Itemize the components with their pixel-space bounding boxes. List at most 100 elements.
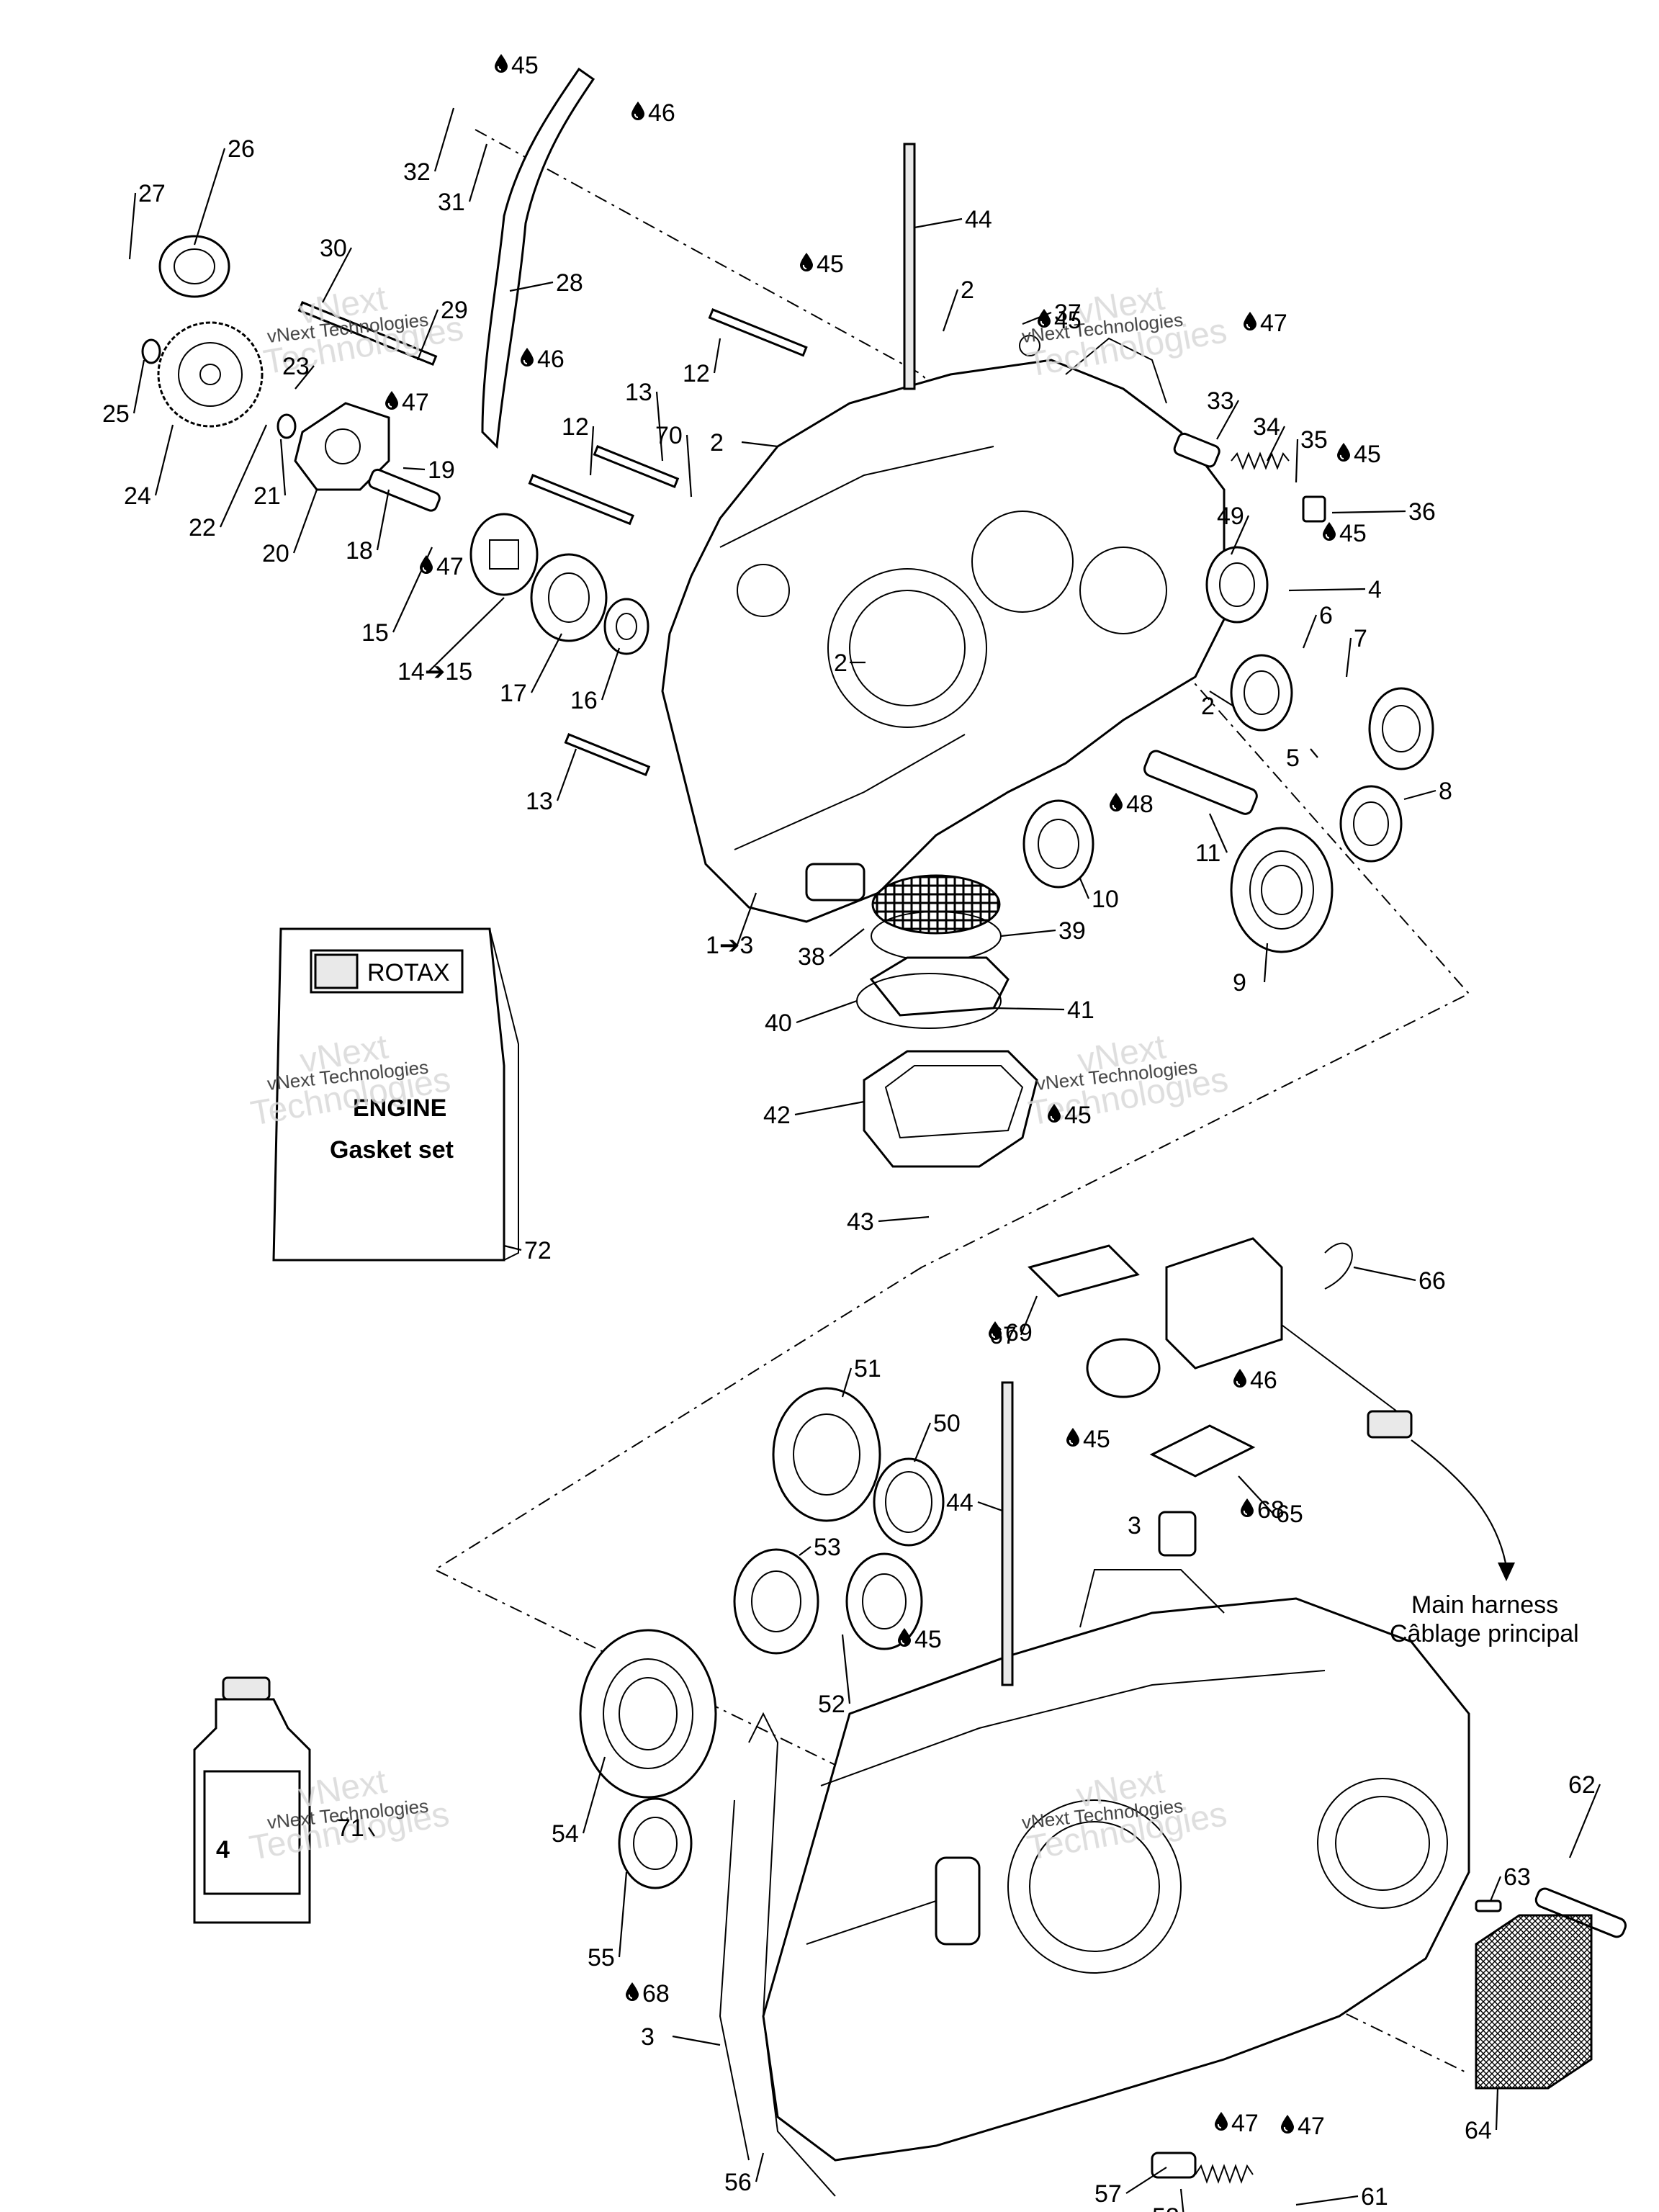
leader-line bbox=[1000, 929, 1056, 938]
lubricant-code: 48 bbox=[1126, 791, 1154, 818]
leader-line bbox=[1263, 943, 1269, 983]
oil-drop-icon bbox=[1037, 308, 1051, 328]
leader-line bbox=[841, 1634, 851, 1704]
leader-line bbox=[1295, 439, 1299, 483]
gasket-kit-title: ENGINE bbox=[353, 1094, 446, 1122]
part-callout-22: 22 bbox=[189, 514, 216, 541]
oil-drop-icon bbox=[1243, 311, 1257, 331]
oil-drop-icon bbox=[631, 101, 645, 121]
part-callout-42: 42 bbox=[763, 1102, 791, 1129]
lubricant-code: 47 bbox=[436, 553, 464, 580]
oil-drop-icon bbox=[1233, 1368, 1247, 1388]
bolt-13a bbox=[593, 445, 680, 489]
lubricant-mark: 45 bbox=[1066, 1426, 1110, 1453]
bearings bbox=[141, 235, 1434, 1889]
lubricant-code: 45 bbox=[817, 251, 844, 278]
lubricant-mark: 47 bbox=[1214, 2110, 1259, 2137]
leader-line bbox=[1310, 748, 1318, 758]
part-callout-72: 72 bbox=[524, 1237, 552, 1264]
part-callout-17: 17 bbox=[500, 680, 527, 707]
leader-line bbox=[601, 647, 621, 701]
upper-crankcase-half bbox=[661, 335, 1226, 923]
part-callout-49: 49 bbox=[1217, 503, 1244, 530]
part-callout-29: 29 bbox=[441, 297, 468, 324]
tube-28 bbox=[481, 67, 595, 449]
lubricant-code: 47 bbox=[1298, 2113, 1325, 2140]
part-callout-12: 12 bbox=[683, 360, 710, 387]
part-callout-54: 54 bbox=[552, 1820, 579, 1848]
lubricant-mark: 68 bbox=[625, 1980, 670, 2008]
part-callout-43: 43 bbox=[847, 1208, 874, 1236]
bearing-49 bbox=[1205, 546, 1269, 624]
part-callout-6: 6 bbox=[1319, 602, 1333, 629]
part-callout-71: 71 bbox=[337, 1815, 364, 1842]
part-callout-62: 62 bbox=[1568, 1771, 1596, 1799]
oil-drop-icon bbox=[1066, 1427, 1080, 1447]
washer-21 bbox=[276, 413, 297, 439]
sleeve-3-top bbox=[1158, 1511, 1197, 1557]
cover-42 bbox=[863, 1050, 1038, 1168]
part-callout-16: 16 bbox=[570, 687, 598, 714]
part-callout-2: 2 bbox=[710, 429, 724, 457]
part-callout-13: 13 bbox=[625, 379, 652, 406]
sleeve-57 bbox=[1151, 2152, 1197, 2179]
leader-line bbox=[433, 107, 455, 172]
gasket-40 bbox=[869, 956, 1010, 1017]
part-callout-12: 12 bbox=[562, 413, 589, 441]
leader-line bbox=[509, 281, 554, 292]
connector bbox=[1367, 1410, 1413, 1439]
oring-25 bbox=[141, 338, 161, 364]
part-callout-9: 9 bbox=[1233, 969, 1246, 997]
part-callout-52: 52 bbox=[818, 1691, 845, 1718]
oil-drop-icon bbox=[625, 1982, 639, 2002]
lubricant-code: 45 bbox=[511, 52, 539, 79]
shaft-18 bbox=[368, 468, 441, 512]
leader-line bbox=[128, 192, 137, 260]
leader-line bbox=[914, 217, 963, 229]
leader-line bbox=[1288, 588, 1366, 592]
oil-drop-icon bbox=[1336, 442, 1351, 462]
leader-line bbox=[368, 1827, 375, 1837]
lubricant-code: 45 bbox=[1354, 441, 1381, 468]
part-callout-3: 3 bbox=[1128, 1512, 1141, 1539]
shaft-11 bbox=[1143, 750, 1258, 815]
part-callout-8: 8 bbox=[1439, 778, 1452, 805]
bearing-55 bbox=[618, 1797, 693, 1889]
leader-line bbox=[1209, 691, 1233, 706]
leader-line bbox=[1267, 426, 1285, 462]
stud-44-top bbox=[903, 143, 916, 390]
leader-line bbox=[416, 309, 439, 361]
lubricant-code: 47 bbox=[1231, 2110, 1259, 2137]
oil-strainer-assembly bbox=[856, 874, 1038, 1168]
lubricant-mark: 68 bbox=[1240, 1496, 1285, 1524]
part-callout-58: 58 bbox=[1152, 2203, 1179, 2212]
leader-line bbox=[796, 999, 858, 1024]
leader-line bbox=[713, 338, 721, 374]
gasket-kit-subtitle: Gasket set bbox=[330, 1136, 454, 1164]
lubricant-mark: 47 bbox=[419, 553, 464, 580]
part-callout-26: 26 bbox=[228, 135, 255, 163]
part-callout-70: 70 bbox=[655, 422, 683, 449]
leader-line bbox=[672, 2035, 721, 2046]
part-callout-39: 39 bbox=[1058, 917, 1086, 945]
leader-line bbox=[1179, 2188, 1184, 2212]
leader-line bbox=[1331, 510, 1406, 514]
plug-36 bbox=[1302, 495, 1326, 523]
part-callout-38: 38 bbox=[798, 943, 825, 971]
leader-line bbox=[292, 489, 318, 554]
sensor-66 bbox=[1086, 1237, 1398, 1412]
pin-33 bbox=[1173, 432, 1220, 468]
part-callout-23: 23 bbox=[282, 353, 310, 380]
assembly-outline-upper bbox=[433, 129, 1470, 2074]
leader-line bbox=[942, 289, 959, 332]
pump-rotor-15 bbox=[469, 513, 539, 596]
lubricant-code: 47 bbox=[1260, 310, 1287, 337]
leader-line bbox=[1125, 2167, 1167, 2194]
bolt-30 bbox=[297, 301, 438, 367]
gasket-65 bbox=[1149, 1424, 1256, 1478]
oil-drop-icon bbox=[419, 554, 433, 575]
block-64 bbox=[1475, 1914, 1593, 2090]
crankcase-gasket bbox=[719, 1712, 836, 2197]
seal-50 bbox=[873, 1457, 945, 1547]
